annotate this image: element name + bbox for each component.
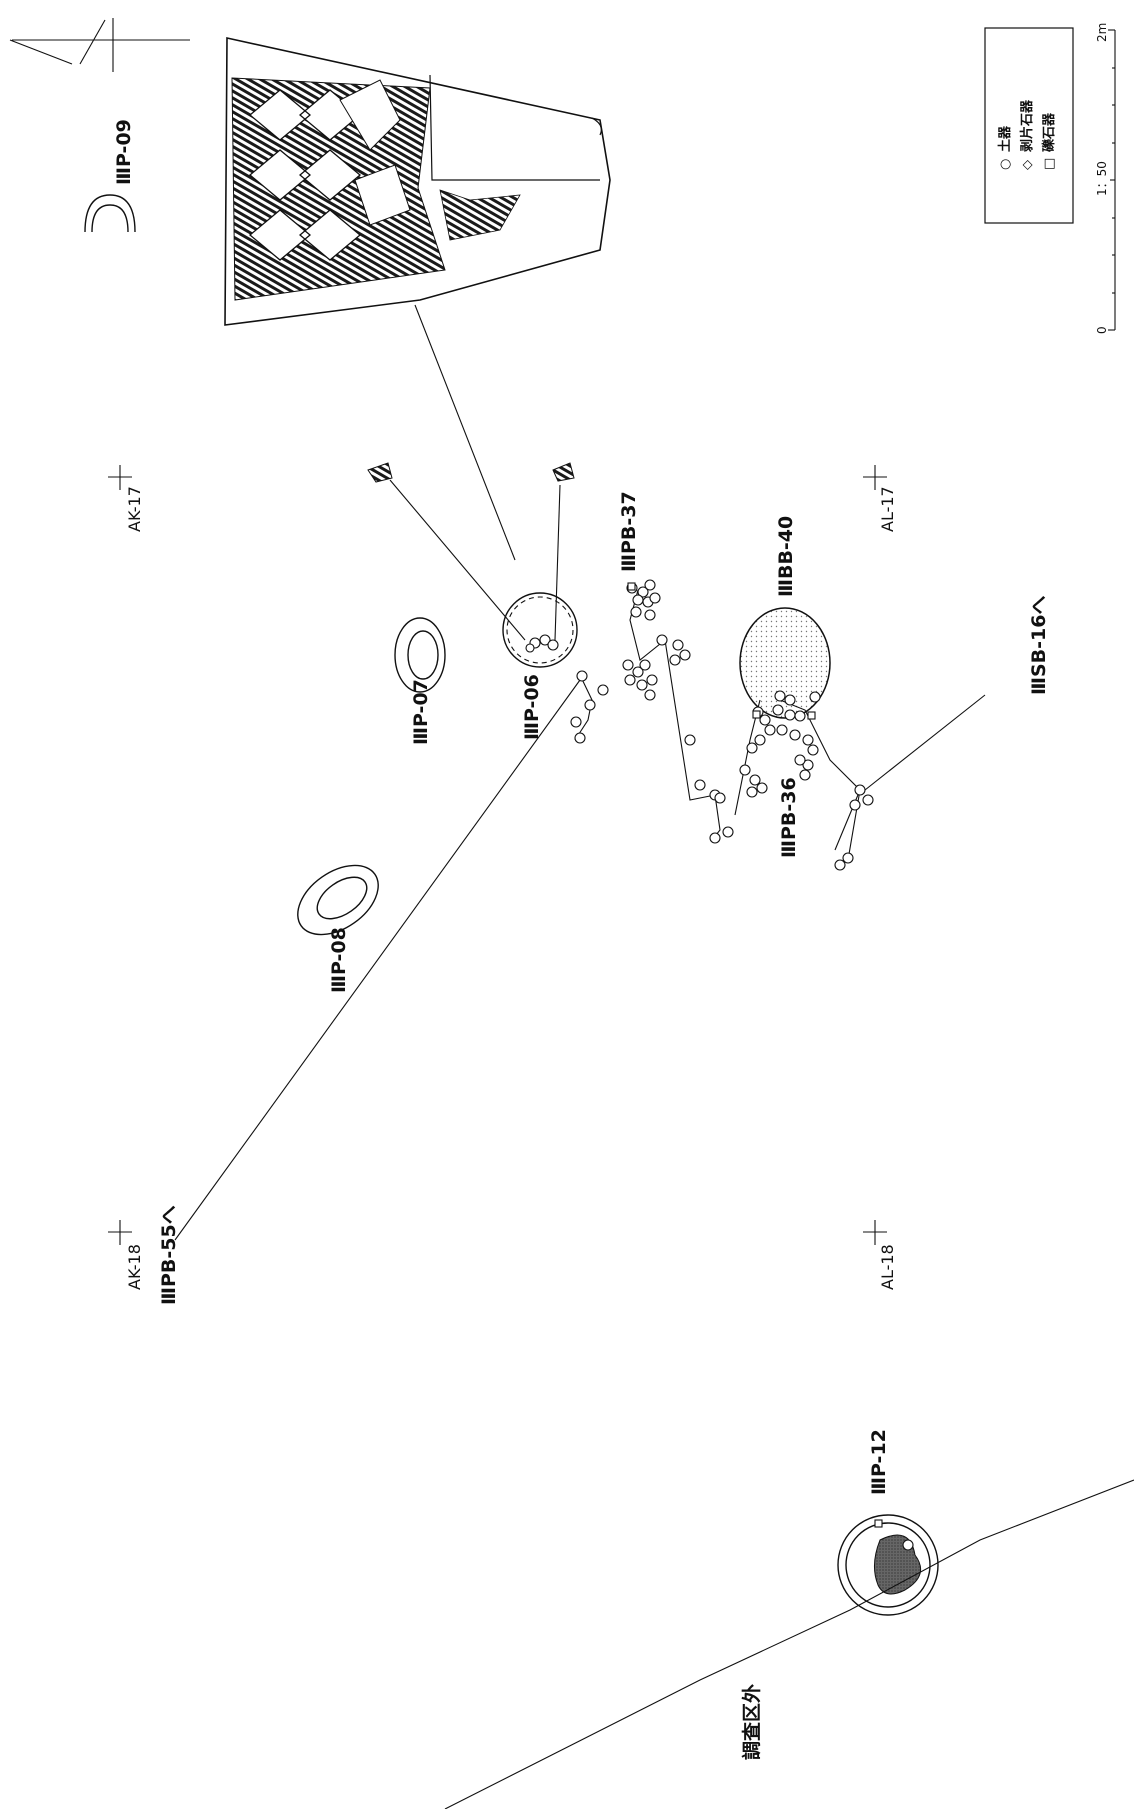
legend-flaked-stone: 剥片石器 — [1019, 99, 1035, 152]
flaked-stone-artifacts — [367, 462, 575, 483]
label-pb36: ⅢPB-36 — [778, 777, 800, 858]
pottery-vessel-drawing — [224, 37, 611, 326]
label-bb40: ⅢBB-40 — [775, 516, 797, 597]
label-p09: ⅢP-09 — [113, 119, 135, 185]
legend-pottery: 土器 — [997, 125, 1013, 152]
legend-flaked-symbol: ◇ — [1020, 160, 1035, 170]
leader-lines — [174, 304, 986, 1241]
pit-p09 — [84, 194, 136, 233]
grid-label-al18: AL-18 — [878, 1244, 897, 1290]
grid-markers — [108, 465, 887, 1245]
scale-start-label: 0 — [1095, 326, 1109, 334]
label-outside-survey: 調査区外 — [740, 1684, 763, 1760]
survey-boundary — [444, 1479, 1134, 1809]
grid-cross-top — [9, 18, 190, 72]
label-pb37: ⅢPB-37 — [618, 491, 640, 572]
pit-bb40 — [739, 607, 831, 719]
label-p07: ⅢP-07 — [410, 679, 432, 745]
pit-p12 — [837, 1514, 939, 1616]
label-sb16: ⅢSB-16へ — [1028, 596, 1050, 695]
legend-pebble-symbol: □ — [1042, 158, 1057, 170]
scale-bar: 2m 1：50 0 — [1095, 23, 1116, 334]
scale-end-label: 2m — [1095, 23, 1109, 42]
scale-ratio-label: 1：50 — [1095, 161, 1109, 196]
grid-label-al17: AL-17 — [878, 486, 897, 532]
pit-p08 — [297, 864, 379, 936]
label-p08: ⅢP-08 — [328, 927, 350, 993]
grid-label-ak17: AK-17 — [125, 486, 144, 532]
legend-pottery-symbol: ○ — [998, 159, 1013, 170]
pit-p06 — [502, 592, 578, 668]
label-pb55: ⅢPB-55へ — [158, 1205, 180, 1305]
label-p06: ⅢP-06 — [521, 674, 543, 740]
legend: ○ 土器 ◇ 剥片石器 □ 礫石器 — [984, 27, 1074, 224]
pit-features — [84, 194, 939, 1616]
label-p12: ⅢP-12 — [868, 1429, 890, 1495]
artifact-points — [525, 579, 874, 871]
grid-label-ak18: AK-18 — [125, 1244, 144, 1290]
pit-p07 — [394, 617, 446, 693]
legend-pebble-stone: 礫石器 — [1041, 112, 1057, 152]
